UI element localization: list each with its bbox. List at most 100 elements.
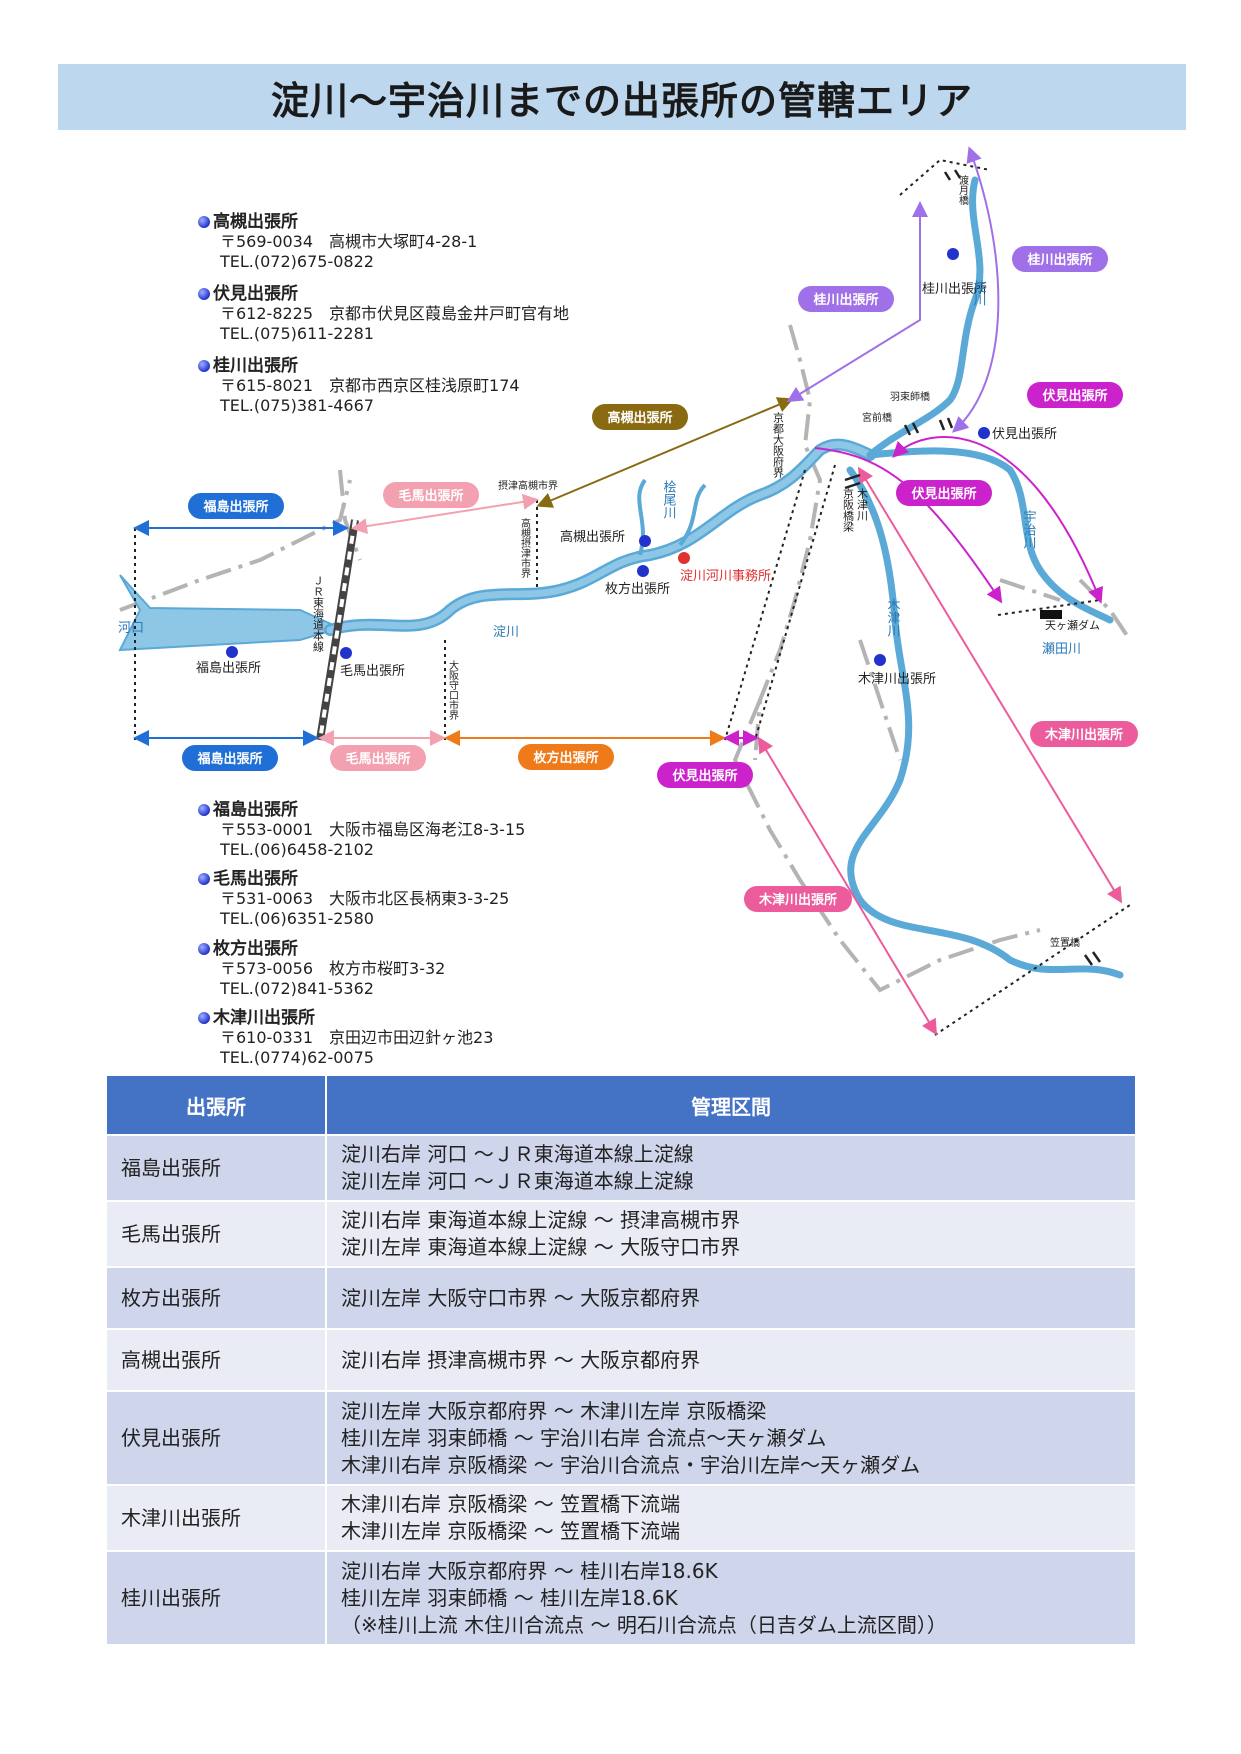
jurisdiction-table: 出張所 管理区間 福島出張所 淀川右岸 河口 ～ＪＲ東海道本線上淀線 淀川左岸 … — [105, 1074, 1137, 1646]
takatsuki-arrow — [536, 397, 794, 508]
amagase-dam-icon — [1040, 610, 1062, 619]
svg-text:高槻出張所: 高槻出張所 — [607, 410, 672, 426]
office-address: 〒573-0056 枚方市桜町3-32 — [220, 959, 446, 978]
hirakata-marker — [637, 565, 649, 577]
range-line: 木津川右岸 京阪橋梁 ～ 笠置橋下流端 — [341, 1492, 681, 1516]
office-info-kizugawa: 木津川出張所 〒610-0331 京田辺市田辺針ヶ池23 TEL.(0774)6… — [198, 1008, 493, 1068]
label-katsura-office: 桂川出張所 — [922, 282, 987, 297]
label-kema-office: 毛馬出張所 — [340, 664, 405, 679]
kema-top-arrow — [351, 493, 539, 535]
office-marker-icon — [198, 288, 210, 300]
table-row: 桂川出張所 淀川右岸 大阪京都府界 ～ 桂川右岸18.6K 桂川左岸 羽束師橋 … — [105, 1550, 1137, 1646]
badge-kizugawa-bottom: 木津川出張所 — [744, 886, 852, 912]
jurisdiction-arrows — [133, 146, 1123, 1036]
uji-river-line — [866, 447, 1114, 624]
row-ranges: 淀川左岸 大阪守口市界 ～ 大阪京都府界 — [325, 1266, 1137, 1330]
row-office: 毛馬出張所 — [105, 1200, 327, 1268]
label-kizu-kizugawa: 木津川 — [856, 488, 869, 521]
label-amagase: 天ヶ瀬ダム — [1045, 618, 1100, 632]
jr-railway — [316, 519, 359, 741]
header-range: 管理区間 — [325, 1074, 1137, 1136]
badge-fushimi-mid: 伏見出張所 — [896, 480, 992, 506]
fushimi-marker — [978, 427, 990, 439]
row-office: 高槻出張所 — [105, 1328, 327, 1392]
badge-kema-top: 毛馬出張所 — [383, 482, 479, 508]
label-osaka-kyoto: 京都大阪府界 — [772, 411, 785, 479]
bridge-markers — [844, 169, 1102, 966]
badge-katsura-left: 桂川出張所 — [798, 286, 894, 312]
office-address: 〒610-0331 京田辺市田辺針ヶ池23 — [220, 1028, 494, 1047]
office-tel: TEL.(072)675-0822 — [220, 252, 374, 271]
office-name: 桂川出張所 — [213, 356, 298, 376]
label-settsu-takatsuki: 摂津高槻市界 — [498, 479, 558, 492]
kizugawa-arrow-2 — [757, 736, 938, 1036]
row-office: 福島出張所 — [105, 1134, 327, 1202]
row-ranges: 淀川右岸 東海道本線上淀線 ～ 摂津高槻市界 淀川左岸 東海道本線上淀線 ～ 大… — [325, 1200, 1137, 1268]
table-row: 木津川出張所 木津川右岸 京阪橋梁 ～ 笠置橋下流端 木津川左岸 京阪橋梁 ～ … — [105, 1484, 1137, 1552]
label-hazukashi: 羽束師橋 — [890, 390, 930, 403]
kizugawa-marker — [874, 654, 886, 666]
badge-kema-bottom: 毛馬出張所 — [330, 745, 426, 771]
row-office: 木津川出張所 — [105, 1484, 327, 1552]
office-info-takatsuki: 高槻出張所 〒569-0034 高槻市大塚町4-28-1 TEL.(072)67… — [198, 212, 477, 272]
katsura-marker — [947, 248, 959, 260]
office-info-fushimi: 伏見出張所 〒612-8225 京都市伏見区葭島金井戸町官有地 TEL.(075… — [198, 284, 569, 344]
range-line: 淀川右岸 大阪京都府界 ～ 桂川右岸18.6K — [341, 1558, 718, 1583]
range-line: 淀川左岸 東海道本線上淀線 ～ 大阪守口市界 — [341, 1235, 741, 1259]
row-office: 桂川出張所 — [105, 1550, 327, 1646]
takatsuki-marker — [639, 535, 651, 547]
fukushima-marker — [226, 646, 238, 658]
label-yodogawa-office: 淀川河川事務所 — [680, 569, 771, 584]
label-uji: 宇治川 — [1021, 510, 1037, 549]
svg-text:伏見出張所: 伏見出張所 — [672, 768, 737, 784]
label-hinoo: 桧尾川 — [661, 480, 677, 519]
label-takatsuki-settsu: 高槻摂津市界 — [519, 517, 531, 579]
table-row: 枚方出張所 淀川左岸 大阪守口市界 ～ 大阪京都府界 — [105, 1266, 1137, 1330]
label-kasagi: 笠置橋 — [1050, 936, 1080, 949]
office-tel: TEL.(075)611-2281 — [220, 324, 374, 343]
row-ranges: 淀川右岸 河口 ～ＪＲ東海道本線上淀線 淀川左岸 河口 ～ＪＲ東海道本線上淀線 — [325, 1134, 1137, 1202]
table-row: 高槻出張所 淀川右岸 摂津高槻市界 ～ 大阪京都府界 — [105, 1328, 1137, 1392]
badge-katsura-right: 桂川出張所 — [1012, 246, 1108, 272]
label-hirakata-office: 枚方出張所 — [605, 581, 670, 597]
table-row: 伏見出張所 淀川左岸 大阪京都府界 ～ 木津川左岸 京阪橋梁 桂川左岸 羽束師橋… — [105, 1390, 1137, 1486]
svg-text:毛馬出張所: 毛馬出張所 — [398, 488, 463, 504]
label-keihan-bridge: 京阪橋梁 — [842, 487, 855, 533]
label-yodogawa: 淀川 — [493, 625, 519, 640]
office-name: 毛馬出張所 — [213, 869, 298, 889]
range-line: 桂川左岸 羽束師橋 ～ 宇治川右岸 合流点～天ヶ瀬ダム — [341, 1425, 827, 1450]
table-row: 毛馬出張所 淀川右岸 東海道本線上淀線 ～ 摂津高槻市界 淀川左岸 東海道本線上… — [105, 1200, 1137, 1268]
yodogawa-marker — [678, 552, 690, 564]
office-tel: TEL.(06)6351-2580 — [220, 909, 374, 928]
svg-text:福島出張所: 福島出張所 — [196, 751, 262, 767]
office-marker-icon — [198, 1012, 210, 1024]
label-kizugawa-river: 木津川 — [885, 598, 901, 637]
svg-text:桂川出張所: 桂川出張所 — [1026, 252, 1092, 268]
office-tel: TEL.(072)841-5362 — [220, 979, 374, 998]
row-ranges: 淀川右岸 摂津高槻市界 ～ 大阪京都府界 — [325, 1328, 1137, 1392]
header-office: 出張所 — [105, 1074, 327, 1136]
badge-fushimi-right: 伏見出張所 — [1027, 382, 1123, 408]
office-marker-icon — [198, 360, 210, 372]
office-info-kema: 毛馬出張所 〒531-0063 大阪市北区長柄東3-3-25 TEL.(06)6… — [198, 869, 509, 929]
range-line: 桂川左岸 羽束師橋 ～ 桂川左岸18.6K — [341, 1585, 678, 1610]
svg-text:枚方出張所: 枚方出張所 — [533, 750, 598, 766]
badge-fukushima-bottom: 福島出張所 — [182, 745, 278, 771]
range-line: 淀川右岸 東海道本線上淀線 ～ 摂津高槻市界 — [341, 1208, 741, 1232]
table-row: 福島出張所 淀川右岸 河口 ～ＪＲ東海道本線上淀線 淀川左岸 河口 ～ＪＲ東海道… — [105, 1134, 1137, 1202]
office-marker-icon — [198, 873, 210, 885]
label-katsura-river: 桂川 — [971, 280, 987, 306]
range-line: 木津川左岸 京阪橋梁 ～ 笠置橋下流端 — [341, 1519, 681, 1543]
office-info-fukushima: 福島出張所 〒553-0001 大阪市福島区海老江8-3-15 TEL.(06)… — [198, 800, 525, 860]
katsura-left-arrow — [786, 201, 928, 403]
office-name: 伏見出張所 — [213, 284, 298, 304]
badge-fukushima-top: 福島出張所 — [188, 493, 284, 519]
office-name: 枚方出張所 — [213, 939, 298, 959]
office-address: 〒615-8021 京都市西京区桂浅原町174 — [220, 376, 520, 395]
row-ranges: 淀川左岸 大阪京都府界 ～ 木津川左岸 京阪橋梁 桂川左岸 羽束師橋 ～ 宇治川… — [325, 1390, 1137, 1486]
row-office: 枚方出張所 — [105, 1266, 327, 1330]
label-osaka-moriguchi: 大阪守口市界 — [447, 659, 459, 721]
row-office: 伏見出張所 — [105, 1390, 327, 1486]
range-line: 淀川右岸 河口 ～ＪＲ東海道本線上淀線 — [341, 1142, 694, 1166]
kizugawa-arrow-1 — [857, 466, 1123, 904]
